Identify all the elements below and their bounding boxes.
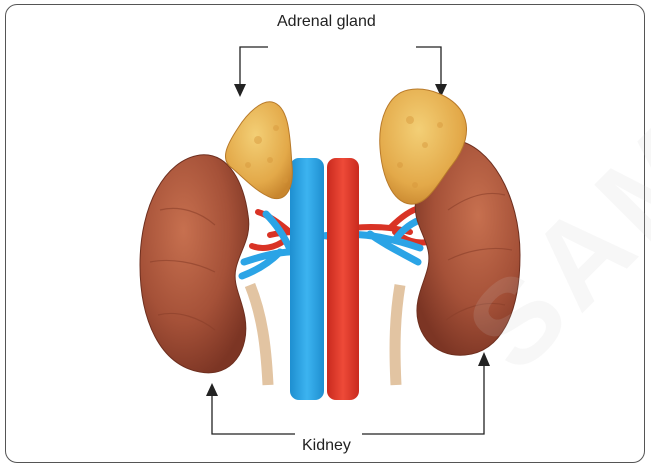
aorta bbox=[327, 158, 359, 400]
ureter-left bbox=[250, 285, 268, 385]
kidney-arrowhead-right bbox=[478, 352, 490, 366]
adrenal-arrowhead-left bbox=[234, 84, 246, 97]
vena-cava bbox=[290, 158, 324, 400]
adrenal-arrow bbox=[240, 47, 441, 84]
ureter-right bbox=[395, 285, 400, 385]
kidney-arrowhead-left bbox=[206, 383, 218, 396]
kidney-label: Kidney bbox=[302, 437, 351, 455]
adrenal-gland-label: Adrenal gland bbox=[277, 13, 376, 31]
